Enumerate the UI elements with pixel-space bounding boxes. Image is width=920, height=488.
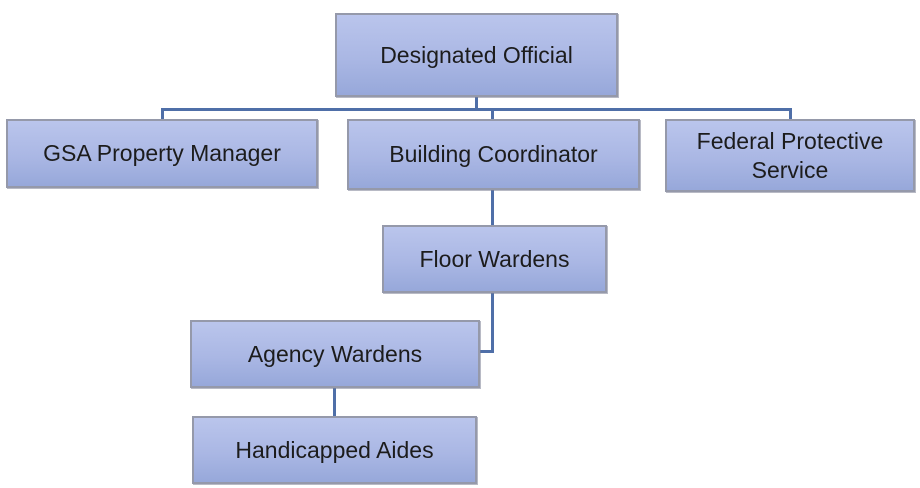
org-node-label: Designated Official xyxy=(380,41,573,68)
org-node-gsa-property-manager: GSA Property Manager xyxy=(6,119,318,188)
org-node-building-coordinator: Building Coordinator xyxy=(347,119,640,190)
org-node-federal-protective-service: Federal Protective Service xyxy=(665,119,915,192)
org-node-designated-official: Designated Official xyxy=(335,13,618,97)
connector-building-coordinator-to-floor-wardens xyxy=(491,190,494,225)
connector-elbow-to-agency-wardens xyxy=(480,350,494,353)
org-node-label: Agency Wardens xyxy=(247,340,423,367)
connector-agency-wardens-to-handicapped-aides xyxy=(333,388,336,416)
connector-floor-wardens-down xyxy=(491,293,494,353)
connector-designated-official-drop xyxy=(475,97,478,110)
org-node-floor-wardens: Floor Wardens xyxy=(382,225,607,293)
org-node-label: Federal Protective Service xyxy=(696,128,884,183)
connector-federal-protective-service-drop xyxy=(789,108,792,119)
org-node-label: Handicapped Aides xyxy=(235,436,434,463)
connector-building-coordinator-drop xyxy=(491,108,494,119)
connector-horizontal-bar xyxy=(161,108,792,111)
org-node-label: Building Coordinator xyxy=(389,141,598,168)
org-node-agency-wardens: Agency Wardens xyxy=(190,320,480,388)
org-node-label: GSA Property Manager xyxy=(43,140,281,167)
connector-gsa-property-manager-drop xyxy=(161,108,164,119)
org-node-handicapped-aides: Handicapped Aides xyxy=(192,416,477,484)
org-node-label: Floor Wardens xyxy=(419,245,570,272)
